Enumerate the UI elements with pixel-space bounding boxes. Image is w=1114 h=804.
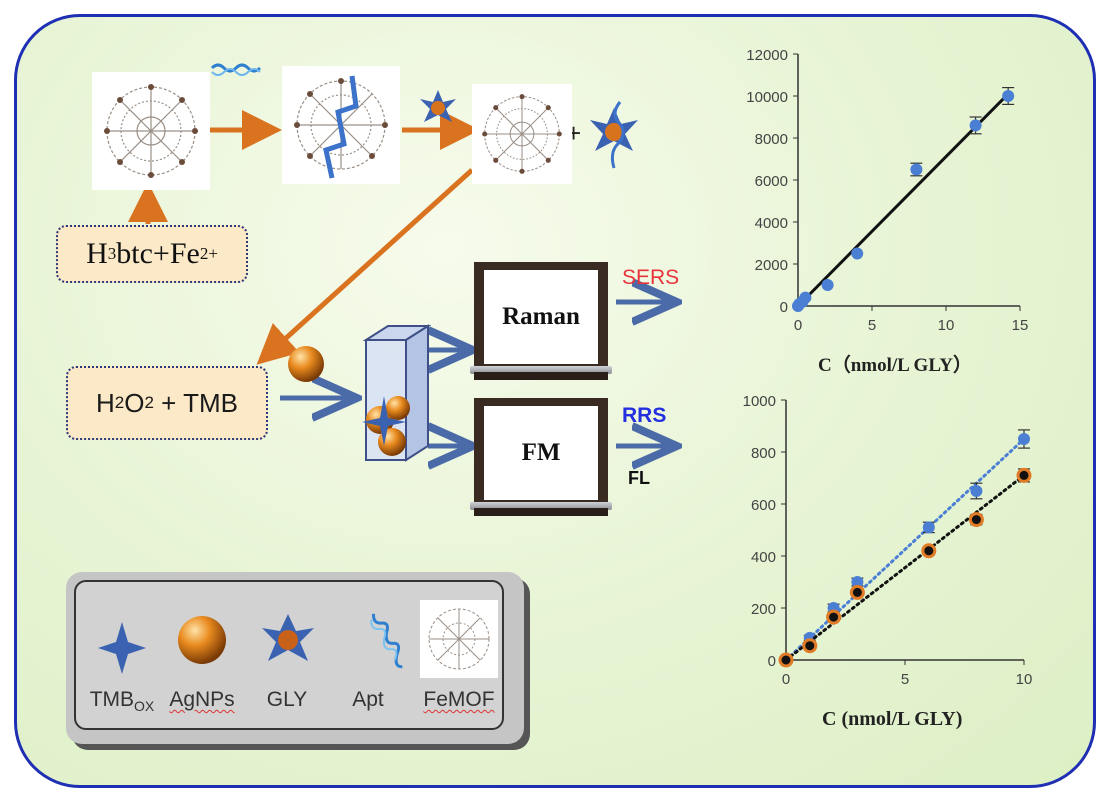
fm-desk — [474, 508, 608, 516]
x-tick-label: 10 — [1016, 671, 1033, 688]
y-tick-label: 12000 — [746, 47, 788, 64]
legend-label-tmbox: TMBOX — [82, 688, 162, 715]
legend-tmb-text: TMB — [89, 688, 135, 711]
y-tick-label: 200 — [751, 601, 776, 618]
fm-laptop-base — [470, 502, 612, 510]
fit-line-1 — [784, 473, 1026, 662]
sers-label: SERS — [622, 266, 680, 289]
femof-aptamer-image — [282, 66, 400, 184]
y-tick-label: 0 — [780, 299, 788, 316]
data-point — [849, 584, 865, 600]
fm-screen-frame: FM — [474, 398, 608, 506]
precursor-h: H — [86, 237, 108, 270]
legend-label-agnps: AgNPs — [169, 688, 235, 711]
mof-framework-icon — [420, 600, 498, 678]
y-tick-label: 400 — [751, 549, 776, 566]
precursor-mid: btc+Fe — [116, 237, 200, 270]
legend-label-apt: Apt — [352, 688, 384, 711]
blue-star-orange-core-icon — [262, 614, 314, 661]
data-point — [1002, 90, 1015, 102]
substrate-o: O — [124, 387, 145, 418]
y-tick-label: 8000 — [755, 131, 788, 148]
raman-desk — [474, 372, 608, 380]
raman-laptop-base — [470, 366, 612, 374]
four-point-star-icon — [98, 622, 146, 674]
data-point — [778, 652, 794, 668]
legend-tmb-sub: OX — [134, 698, 155, 715]
data-point — [921, 543, 937, 559]
dna-strand-icon — [370, 613, 403, 669]
data-point — [1016, 467, 1032, 483]
data-point — [968, 512, 984, 528]
data-point — [922, 521, 935, 534]
substrate-h: H — [96, 387, 115, 418]
data-point — [970, 485, 983, 497]
raman-instrument: Raman — [470, 262, 612, 380]
data-point — [910, 163, 923, 176]
legend-label-gly: GLY — [266, 688, 308, 711]
x-tick-label: 10 — [938, 317, 955, 334]
fl-label: FL — [628, 468, 650, 488]
gly-aptamer-complex-icon — [590, 101, 638, 169]
fm-screen: FM — [484, 406, 598, 500]
femof-image-1 — [92, 72, 210, 190]
raman-screen-frame: Raman — [474, 262, 608, 370]
x-tick-label: 5 — [868, 317, 876, 334]
sers-calibration-chart: 0 2000 4000 6000 8000 10000 12000 0 5 10 15 — [746, 47, 1029, 334]
y-tick-label: 1000 — [743, 393, 776, 410]
y-tick-label: 800 — [751, 445, 776, 462]
legend-icons — [98, 600, 498, 678]
data-point — [799, 291, 812, 304]
substrate-tmb: + TMB — [153, 387, 238, 418]
x-tick-label: 0 — [794, 317, 802, 334]
y-tick-label: 6000 — [755, 173, 788, 190]
x-tick-label: 0 — [782, 671, 790, 688]
rrs-fl-calibration-chart: 0 200 400 600 800 1000 0 5 10 — [743, 393, 1033, 688]
gold-sphere-icon — [178, 616, 226, 664]
gly-star-icon — [420, 90, 456, 122]
x-tick-label: 5 — [901, 671, 909, 688]
x-tick-label: 15 — [1012, 317, 1029, 334]
legend-label-femof: FeMOF — [423, 688, 495, 711]
chart1-xlabel: C（nmol/L GLY） — [818, 355, 972, 376]
femof-image-2 — [472, 84, 572, 184]
data-point — [851, 576, 864, 588]
legend-box: TMBOX AgNPs GLY Apt FeMOF — [66, 572, 524, 744]
agnp-sphere-icon — [288, 346, 324, 382]
data-point — [969, 119, 982, 132]
data-point — [1018, 433, 1030, 445]
aptamer-strand-icon — [210, 63, 262, 76]
data-point — [802, 638, 818, 654]
y-tick-label: 2000 — [755, 257, 788, 274]
y-tick-label: 10000 — [746, 89, 788, 106]
chart2-xlabel-text: C (nmol/L GLY) — [822, 708, 963, 730]
fm-instrument: FM — [470, 398, 612, 516]
cuvette-icon — [362, 324, 432, 462]
raman-screen: Raman — [484, 270, 598, 364]
data-point — [826, 609, 842, 625]
rrs-label: RRS — [622, 404, 667, 427]
data-point — [821, 279, 834, 291]
legend-inner: TMBOX AgNPs GLY Apt FeMOF — [74, 580, 504, 730]
y-tick-label: 4000 — [755, 215, 788, 232]
y-tick-label: 0 — [768, 653, 776, 670]
arrow-mof-to-substrate — [256, 168, 474, 365]
data-point — [851, 247, 864, 260]
fit-line-0 — [784, 437, 1026, 662]
chart2-xlabel: C (nmol/L GLY) — [822, 708, 962, 731]
y-tick-label: 600 — [751, 497, 776, 514]
